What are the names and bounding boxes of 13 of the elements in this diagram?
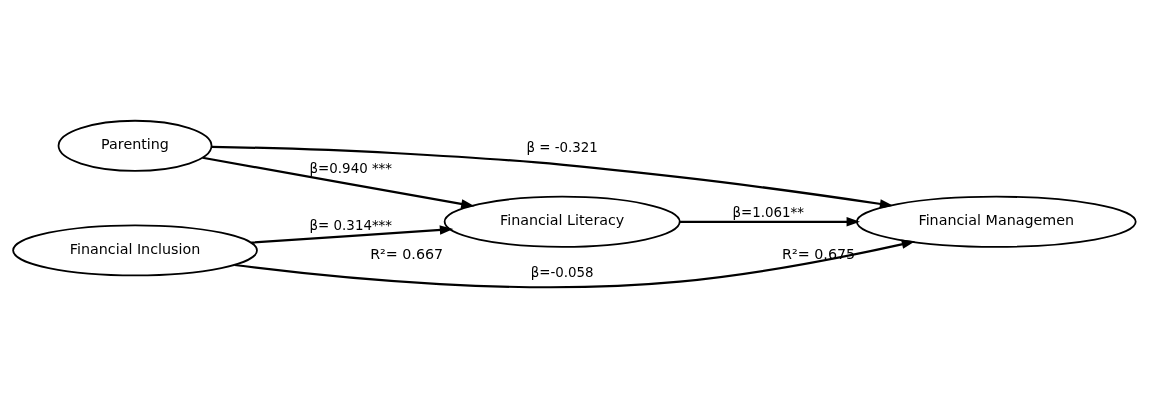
arrow <box>679 216 860 226</box>
node-label: R²= 0.667 <box>370 245 444 262</box>
arrow <box>234 239 916 288</box>
edge-label: β=0.940 *** <box>309 160 393 176</box>
edge-label: β = -0.321 <box>526 139 598 155</box>
edge-label: β= 0.314*** <box>309 217 393 233</box>
edge-label: β=-0.058 <box>530 264 594 280</box>
arrow <box>211 145 894 209</box>
edge-label: β=1.061** <box>732 204 804 220</box>
node-ellipse: Financial Inclusion <box>12 223 258 276</box>
node-ellipse: Parenting <box>57 119 213 172</box>
arrow <box>202 156 475 209</box>
arrow <box>251 224 454 244</box>
